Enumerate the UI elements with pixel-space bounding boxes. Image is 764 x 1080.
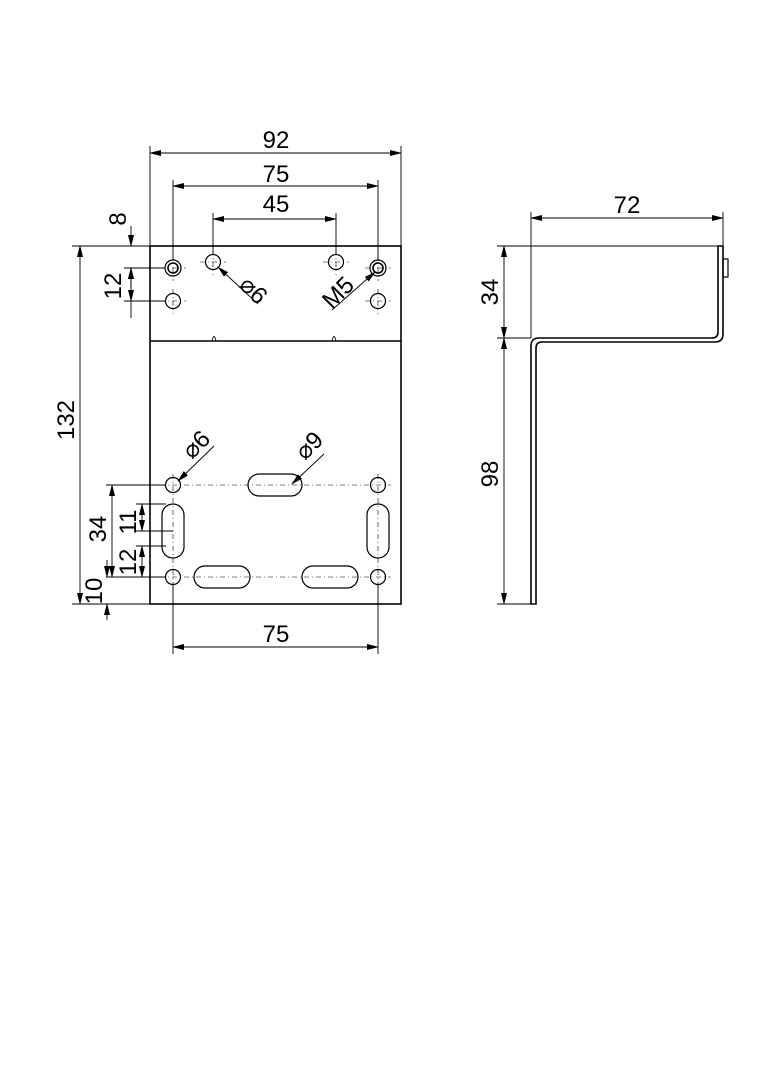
slot-horizontal (193, 565, 251, 589)
bend-notch (331, 336, 337, 342)
side-view: 72 34 98 (477, 192, 729, 605)
callout-slot-dia: ⌀9 (290, 426, 329, 465)
slot-horizontal (247, 473, 303, 497)
dim-height-overall: 132 (53, 400, 80, 440)
slot-vertical (366, 503, 390, 559)
dim-slot-gap: 12 (115, 549, 142, 576)
dim-bottom-hole-spacing: 75 (263, 621, 290, 648)
callout-thread: M5 (317, 272, 360, 315)
dim-bottom-offset: 10 (81, 578, 108, 605)
bracket-profile (530, 245, 724, 605)
plate-outline (149, 245, 402, 605)
dim-leg-height: 98 (477, 461, 504, 488)
nut-profile (722, 258, 729, 278)
dim-slot-length: 11 (115, 510, 142, 535)
dim-width-outer-holes: 75 (263, 161, 290, 188)
dim-top-offset: 8 (105, 212, 132, 225)
dim-hole-row-spacing: 12 (100, 273, 127, 300)
dim-width-inner-holes: 45 (263, 191, 290, 218)
top-holes (160, 250, 391, 314)
front-view: 92 75 45 8 12 132 ⌀6 M5 ⌀6 (53, 127, 402, 654)
callout-hole-dia-lower: ⌀6 (177, 425, 216, 464)
lower-holes (160, 473, 391, 590)
dim-width-overall: 92 (263, 127, 290, 154)
dim-lower-span: 34 (85, 516, 112, 543)
slot-horizontal (301, 565, 359, 589)
dim-depth: 72 (614, 192, 641, 219)
dim-flange-height: 34 (477, 279, 504, 306)
callout-hole-dia-top: ⌀6 (234, 271, 273, 310)
bend-notch (211, 336, 217, 342)
